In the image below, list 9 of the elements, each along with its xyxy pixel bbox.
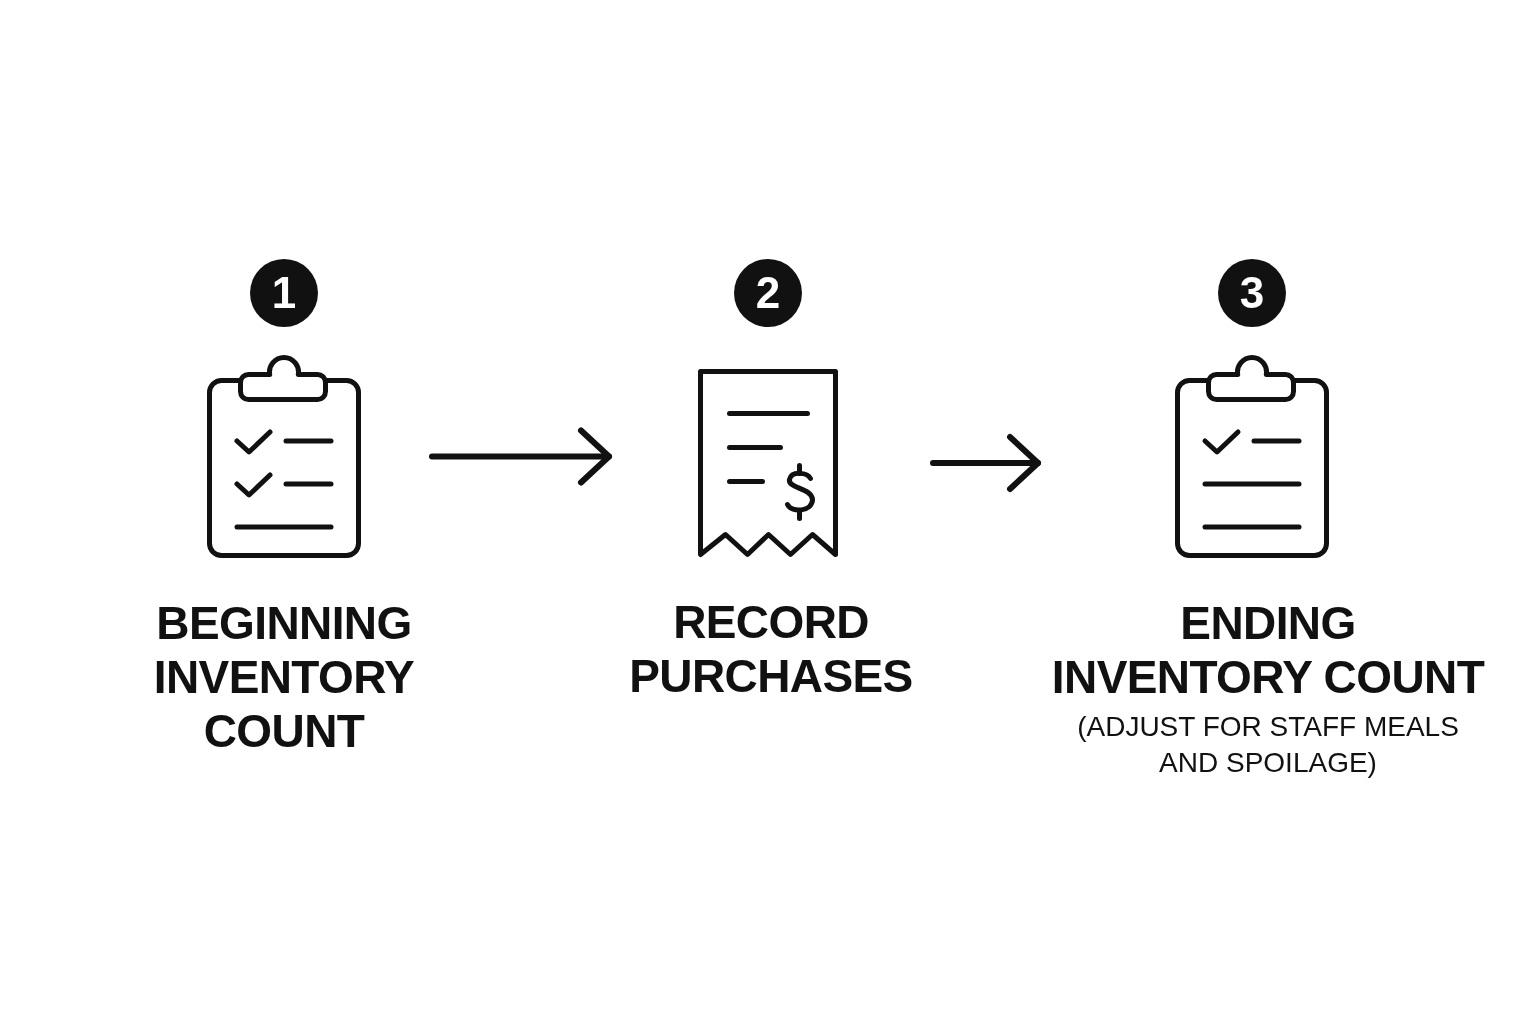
step-title: RECORD PURCHASES xyxy=(628,595,914,703)
arrow xyxy=(930,434,1041,492)
step-note: (ADJUST FOR STAFF MEALS AND SPOILAGE) xyxy=(1076,710,1460,780)
step-title: BEGINNING INVENTORY COUNT xyxy=(152,596,416,758)
number-badge: 2 xyxy=(734,259,802,327)
number-badge: 1 xyxy=(250,259,318,327)
number-badge: 3 xyxy=(1218,259,1286,327)
arrow xyxy=(429,427,612,486)
step-title: ENDING INVENTORY COUNT xyxy=(1050,596,1486,704)
